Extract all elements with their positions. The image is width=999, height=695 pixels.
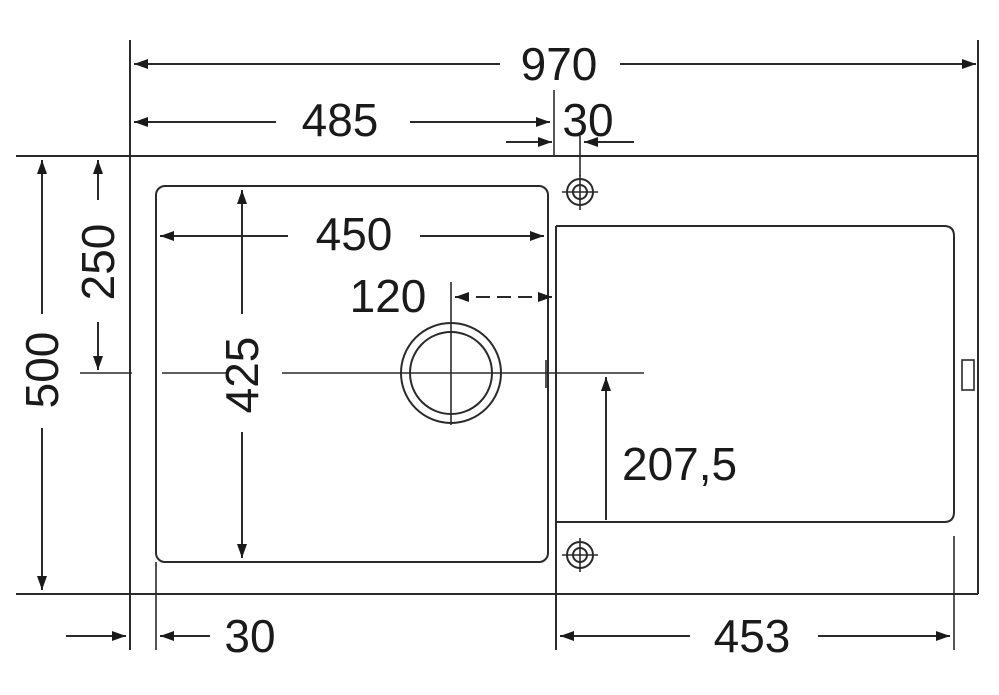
dim-total-width: 970	[134, 38, 976, 90]
dim-label-450: 450	[316, 208, 393, 260]
sink-bowl	[155, 185, 549, 563]
dim-label-500: 500	[16, 332, 68, 409]
dim-label-30-top: 30	[562, 94, 613, 146]
dim-bowl-inner-depth: 425	[216, 190, 268, 558]
dim-label-120: 120	[350, 270, 427, 322]
dim-tap-hole-offset: 30	[506, 94, 634, 176]
dim-total-depth: 500	[16, 160, 68, 590]
dim-label-207-5: 207,5	[622, 438, 737, 490]
dim-bowl-inner-width: 450	[160, 208, 544, 260]
dim-left-margin: 30	[66, 562, 276, 662]
drainer-board	[545, 225, 955, 650]
dim-label-453: 453	[714, 610, 791, 662]
dim-waste-offset: 120	[350, 270, 552, 425]
tap-hole-top	[562, 175, 598, 210]
dim-label-30-bottom: 30	[224, 610, 275, 662]
dim-bowl-center-offset: 485	[134, 90, 555, 156]
sink-outline	[16, 40, 979, 650]
dim-drainer-offset: 207,5	[601, 377, 737, 520]
dim-label-425: 425	[216, 337, 268, 414]
dim-half-depth: 250	[72, 160, 124, 370]
dim-label-250: 250	[72, 224, 124, 301]
tap-hole-bottom	[562, 538, 598, 572]
overflow-slot	[961, 359, 975, 391]
dim-drainer-width: 453	[560, 536, 955, 662]
dim-label-970: 970	[521, 38, 598, 90]
dim-label-485: 485	[302, 94, 379, 146]
